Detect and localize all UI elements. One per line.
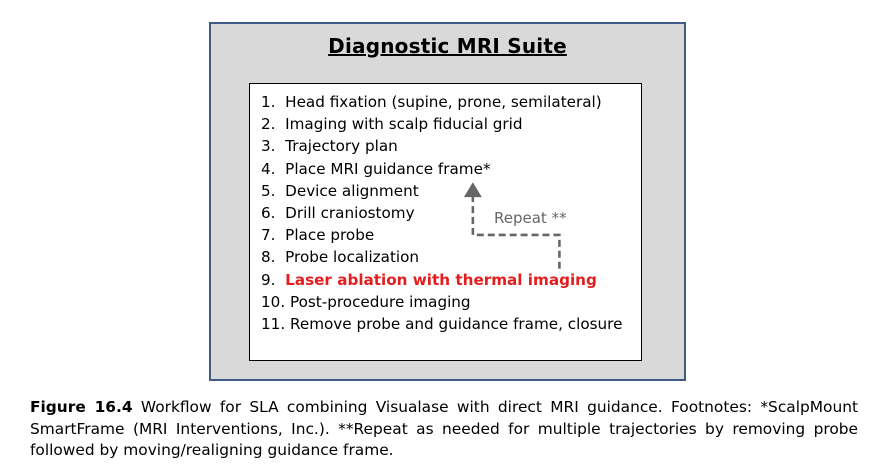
workflow-step-5: 5. Device alignment [261, 181, 419, 200]
workflow-step-2: 2. Imaging with scalp fiducial grid [261, 115, 523, 134]
figure-caption: Figure 16.4 Workflow for SLA combining V… [30, 397, 858, 462]
workflow-steps-box: 1. Head fixation (supine, prone, semilat… [249, 83, 642, 361]
workflow-step-10: 10. Post-procedure imaging [261, 292, 471, 311]
workflow-step-4: 4. Place MRI guidance frame* [261, 159, 491, 178]
suite-title: Diagnostic MRI Suite [328, 34, 567, 58]
workflow-steps-list: 1. Head fixation (supine, prone, semilat… [261, 91, 622, 335]
figure-label: Figure 16.4 [30, 398, 133, 416]
workflow-step-1: 1. Head fixation (supine, prone, semilat… [261, 93, 602, 111]
repeat-label: Repeat ** [494, 209, 567, 227]
workflow-step-7: 7. Place probe [261, 226, 375, 245]
workflow-step-8: 8. Probe localization [261, 248, 420, 267]
workflow-step-6: 6. Drill craniostomy [261, 203, 415, 222]
workflow-step-3: 3. Trajectory plan [261, 137, 398, 156]
mri-suite-frame: Diagnostic MRI Suite 1. Head fixation (s… [209, 22, 686, 381]
workflow-step-11: 11. Remove probe and guidance frame, clo… [261, 314, 623, 333]
workflow-step-9: 9. Laser ablation with thermal imaging [261, 270, 597, 289]
caption-text: Workflow for SLA combining Visualase wit… [30, 398, 859, 459]
